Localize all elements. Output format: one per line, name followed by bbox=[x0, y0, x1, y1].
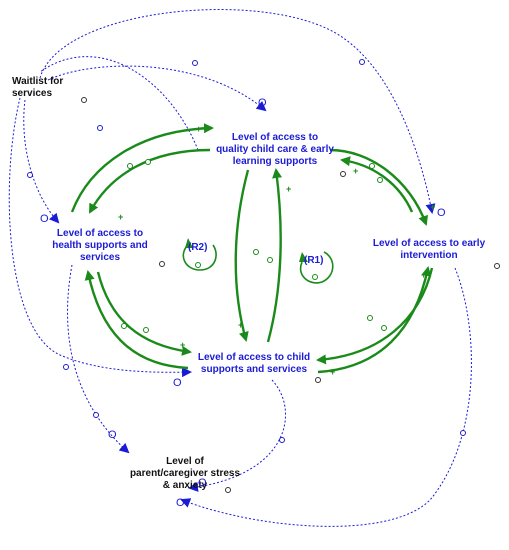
link-child-supports-to-quality-child-care bbox=[266, 168, 283, 343]
polarity-positive: + bbox=[421, 270, 427, 280]
link-quality-child-care-to-health-supports bbox=[88, 148, 211, 214]
handle-dot bbox=[143, 327, 149, 333]
node-early-intervention: Level of access to early intervention bbox=[372, 238, 486, 261]
handle-dot bbox=[63, 364, 69, 370]
polarity-negative: O bbox=[437, 207, 446, 219]
link-quality-child-care-to-child-supports bbox=[234, 169, 250, 342]
handle-dot bbox=[359, 59, 365, 65]
link-waitlist-to-health-supports bbox=[23, 99, 60, 224]
loop-label-r2: (R2) bbox=[188, 242, 208, 253]
handle-dot bbox=[315, 377, 321, 383]
polarity-positive: + bbox=[196, 124, 202, 134]
handle-dot bbox=[377, 177, 383, 183]
link-health-supports-to-quality-child-care bbox=[70, 123, 214, 213]
handle-dot bbox=[367, 315, 373, 321]
link-quality-child-care-to-waitlist bbox=[39, 56, 199, 151]
handle-dot bbox=[192, 60, 198, 66]
handle-dot bbox=[340, 171, 346, 177]
link-early-intervention-to-child-supports bbox=[316, 267, 434, 365]
loop-label-r1: (R1) bbox=[304, 255, 324, 266]
polarity-negative: O bbox=[108, 429, 117, 441]
handle-dot bbox=[381, 325, 387, 331]
link-quality-child-care-to-early-intervention bbox=[329, 148, 428, 226]
handle-dot bbox=[93, 412, 99, 418]
handle-dot bbox=[460, 430, 466, 436]
handle-dot bbox=[145, 159, 151, 165]
link-waitlist-to-early-intervention bbox=[39, 9, 436, 214]
polarity-negative: O bbox=[40, 213, 49, 225]
handle-dot bbox=[494, 263, 500, 269]
polarity-positive: + bbox=[353, 166, 359, 176]
loop-r2-circle bbox=[182, 244, 217, 271]
node-quality-child-care: Level of access to quality child care & … bbox=[216, 132, 334, 167]
handle-dot bbox=[27, 172, 33, 178]
polarity-negative: O bbox=[176, 497, 185, 509]
polarity-positive: + bbox=[286, 184, 292, 194]
polarity-positive: + bbox=[180, 340, 186, 350]
handle-dot bbox=[312, 274, 318, 280]
node-parent-stress: Level of parent/caregiver stress & anxie… bbox=[129, 456, 241, 491]
handle-dot bbox=[195, 262, 201, 268]
handle-dot bbox=[267, 257, 273, 263]
loop-r1-circle bbox=[299, 251, 334, 284]
handle-dot bbox=[369, 163, 375, 169]
polarity-positive: + bbox=[430, 202, 436, 212]
polarity-negative: O bbox=[173, 377, 182, 389]
handle-dot bbox=[279, 437, 285, 443]
polarity-positive: + bbox=[88, 272, 94, 282]
node-waitlist: Waitlist for services bbox=[12, 76, 64, 99]
polarity-negative: O bbox=[198, 477, 207, 489]
polarity-positive: + bbox=[330, 367, 336, 377]
loop-r1-arrowhead bbox=[299, 252, 308, 262]
handle-dot bbox=[81, 97, 87, 103]
link-health-supports-to-child-supports bbox=[96, 271, 192, 356]
handle-dot bbox=[127, 163, 133, 169]
handle-dot bbox=[97, 125, 103, 131]
node-child-supports: Level of access to child supports and se… bbox=[197, 352, 311, 375]
loop-r2-arrowhead bbox=[185, 238, 193, 248]
link-child-supports-to-early-intervention bbox=[317, 266, 432, 374]
handle-dot bbox=[159, 261, 165, 267]
link-health-supports-to-parent-stress bbox=[67, 264, 130, 454]
polarity-positive: + bbox=[118, 212, 124, 222]
handle-dot bbox=[225, 487, 231, 493]
handle-dot bbox=[121, 323, 127, 329]
node-health-supports: Level of access to health supports and s… bbox=[52, 228, 148, 263]
link-child-supports-to-parent-stress bbox=[188, 379, 286, 492]
polarity-negative: O bbox=[258, 97, 267, 109]
link-waitlist-to-quality-child-care bbox=[47, 65, 267, 112]
link-child-supports-to-health-supports bbox=[84, 270, 189, 370]
link-early-intervention-to-quality-child-care bbox=[340, 156, 414, 213]
handle-dot bbox=[253, 249, 259, 255]
link-early-intervention-to-parent-stress bbox=[180, 267, 472, 527]
polarity-positive: + bbox=[238, 320, 244, 330]
